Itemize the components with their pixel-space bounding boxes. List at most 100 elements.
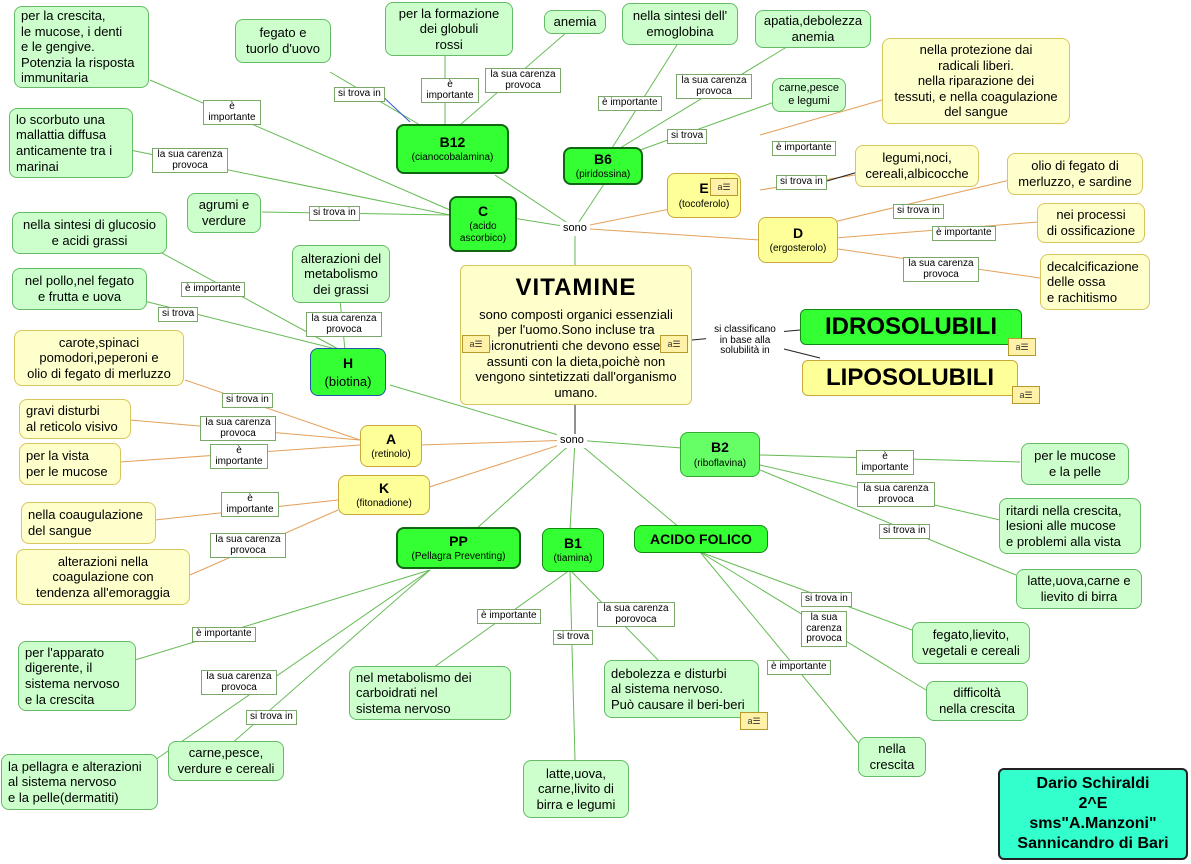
author-box: Dario Schiraldi 2^E sms"A.Manzoni" Sanni…: [998, 768, 1188, 860]
folico-source-node[interactable]: fegato,lievito, vegetali e cereali: [912, 622, 1030, 664]
label-a-important: è importante: [210, 444, 268, 469]
vitamin-a-node[interactable]: A (retinolo): [360, 425, 422, 467]
label-k-deficiency: la sua carenza provoca: [210, 533, 286, 558]
label-b2-source: si trova in: [879, 524, 930, 539]
d-deficiency-node[interactable]: decalcificazione delle ossa e rachitismo: [1040, 254, 1150, 310]
h-important-node[interactable]: nella sintesi di glucosio e acidi grassi: [12, 212, 167, 254]
c-source-node[interactable]: agrumi e verdure: [187, 193, 261, 233]
vitamin-e-sub: (tocoferolo): [678, 198, 730, 210]
connector-sono-bottom: sono: [557, 434, 587, 448]
k-important-node[interactable]: nella coaugulazione del sangue: [21, 502, 156, 544]
label-pp-deficiency: la sua carenza provoca: [201, 670, 277, 695]
b12-deficiency-node[interactable]: anemia: [544, 10, 606, 34]
label-e-important: è importante: [772, 141, 836, 156]
label-b6-source: si trova: [667, 129, 708, 144]
vitamin-a-sub: (retinolo): [371, 449, 411, 461]
b1-important-node[interactable]: nel metabolismo dei carboidrati nel sist…: [349, 666, 511, 720]
label-a-source: si trova in: [222, 393, 273, 408]
central-title: VITAMINE: [515, 274, 637, 301]
pp-important-node[interactable]: per l'apparato digerente, il sistema ner…: [18, 641, 136, 711]
label-b1-deficiency: la sua carenza porovoca: [597, 602, 675, 627]
note-icon[interactable]: a☰: [1008, 338, 1036, 356]
vitamin-pp-node[interactable]: PP (Pellagra Preventing): [396, 527, 521, 569]
vitamin-d-node[interactable]: D (ergosterolo): [758, 217, 838, 263]
pp-source-node[interactable]: carne,pesce, verdure e cereali: [168, 741, 284, 781]
vitamin-b6-node[interactable]: B6 (piridossina): [563, 147, 643, 185]
label-pp-source: si trova in: [246, 710, 297, 725]
label-e-source: si trova in: [776, 175, 827, 190]
label-b6-important: è importante: [598, 96, 662, 111]
h-deficiency-node[interactable]: alterazioni del metabolismo dei grassi: [292, 245, 390, 303]
h-source-node[interactable]: nel pollo,nel fegato e frutta e uova: [12, 268, 147, 310]
note-icon[interactable]: a☰: [740, 712, 768, 730]
vitamin-pp-sub: (Pellagra Preventing): [411, 551, 506, 563]
idrosolubili-label: IDROSOLUBILI: [825, 312, 997, 340]
c-important-node[interactable]: per la crescita, le mucose, i denti e le…: [14, 6, 149, 88]
vitamin-e-name: E: [699, 180, 709, 197]
d-source-node[interactable]: olio di fegato di merluzzo, e sardine: [1007, 153, 1143, 195]
vitamin-b1-node[interactable]: B1 (tiamina): [542, 528, 604, 572]
folico-deficiency-node[interactable]: difficoltà nella crescita: [926, 681, 1028, 721]
d-important-node[interactable]: nei processi di ossificazione: [1037, 203, 1145, 243]
label-d-source: si trova in: [893, 204, 944, 219]
label-a-deficiency: la sua carenza provoca: [200, 416, 276, 441]
vitamin-c-sub: (acido ascorbico): [459, 221, 507, 245]
acido-folico-node[interactable]: ACIDO FOLICO: [634, 525, 768, 553]
b2-deficiency-node[interactable]: ritardi nella crescita, lesioni alle muc…: [999, 498, 1141, 554]
b12-source-node[interactable]: fegato e tuorlo d'uovo: [235, 19, 331, 63]
b6-deficiency-node[interactable]: apatia,debolezza anemia: [755, 10, 871, 48]
label-b12-source: si trova in: [334, 87, 385, 102]
e-source-node[interactable]: legumi,noci, cereali,albicocche: [855, 145, 979, 187]
label-c-deficiency: la sua carenza provoca: [152, 148, 228, 173]
b12-important-node[interactable]: per la formazione dei globuli rossi: [385, 2, 513, 56]
vitamin-k-node[interactable]: K (fitonadione): [338, 475, 430, 515]
label-b12-deficiency: la sua carenza provoca: [485, 68, 561, 93]
acido-folico-name: ACIDO FOLICO: [650, 530, 752, 547]
label-h-source: si trova: [158, 307, 199, 322]
k-deficiency-node[interactable]: alterazioni nella coagulazione con tende…: [16, 549, 190, 605]
connector-sono-top: sono: [560, 222, 590, 236]
note-icon[interactable]: a☰: [660, 335, 688, 353]
folico-important-node[interactable]: nella crescita: [858, 737, 926, 777]
vitamin-c-name: C: [477, 202, 489, 219]
vitamin-c-node[interactable]: C (acido ascorbico): [449, 196, 517, 252]
note-icon[interactable]: a☰: [1012, 386, 1040, 404]
vitamin-b6-sub: (piridossina): [575, 169, 631, 181]
idrosolubili-node[interactable]: IDROSOLUBILI: [800, 309, 1022, 345]
vitamin-k-name: K: [378, 479, 390, 496]
note-icon[interactable]: a☰: [462, 335, 490, 353]
b6-source-node[interactable]: carne,pesce e legumi: [772, 78, 846, 112]
e-important-node[interactable]: nella protezione dai radicali liberi. ne…: [882, 38, 1070, 124]
label-k-important: è importante: [221, 492, 279, 517]
label-c-important: è importante: [203, 100, 261, 125]
pp-deficiency-node[interactable]: la pellagra e alterazioni al sistema ner…: [1, 754, 158, 810]
b1-deficiency-node[interactable]: debolezza e disturbi al sistema nervoso.…: [604, 660, 759, 718]
label-b12-important: è importante: [421, 78, 479, 103]
label-b1-important: è importante: [477, 609, 541, 624]
a-deficiency-node[interactable]: gravi disturbi al reticolo visivo: [19, 399, 131, 439]
label-b2-deficiency: la sua carenza provoca: [857, 482, 935, 507]
label-folico-deficiency: la sua carenza provoca: [801, 611, 847, 647]
vitamin-b2-sub: (riboflavina): [693, 457, 747, 469]
vitamin-d-sub: (ergosterolo): [769, 243, 827, 255]
label-h-deficiency: la sua carenza provoca: [306, 312, 382, 337]
vitamin-h-node[interactable]: H (biotina): [310, 348, 386, 396]
a-important-node[interactable]: per la vista per le mucose: [19, 443, 121, 485]
vitamin-b2-node[interactable]: B2 (riboflavina): [680, 432, 760, 477]
label-h-important: è importante: [181, 282, 245, 297]
label-folico-important: è importante: [767, 660, 831, 675]
note-icon[interactable]: a☰: [710, 178, 738, 196]
vitamin-b1-sub: (tiamina): [553, 553, 593, 565]
b2-important-node[interactable]: per le mucose e la pelle: [1021, 443, 1129, 485]
b6-important-node[interactable]: nella sintesi dell' emoglobina: [622, 3, 738, 45]
b1-source-node[interactable]: latte,uova, carne,livito di birra e legu…: [523, 760, 629, 818]
a-source-node[interactable]: carote,spinaci pomodori,peperoni e olio …: [14, 330, 184, 386]
vitamine-central-node[interactable]: VITAMINE sono composti organici essenzia…: [460, 265, 692, 405]
vitamin-h-name: H: [342, 354, 354, 371]
c-deficiency-node[interactable]: lo scorbuto una mallattia diffusa antica…: [9, 108, 133, 178]
b2-source-node[interactable]: latte,uova,carne e lievito di birra: [1016, 569, 1142, 609]
liposolubili-label: LIPOSOLUBILI: [826, 363, 994, 391]
vitamin-b12-node[interactable]: B12 (cianocobalamina): [396, 124, 509, 174]
liposolubili-node[interactable]: LIPOSOLUBILI: [802, 360, 1018, 396]
